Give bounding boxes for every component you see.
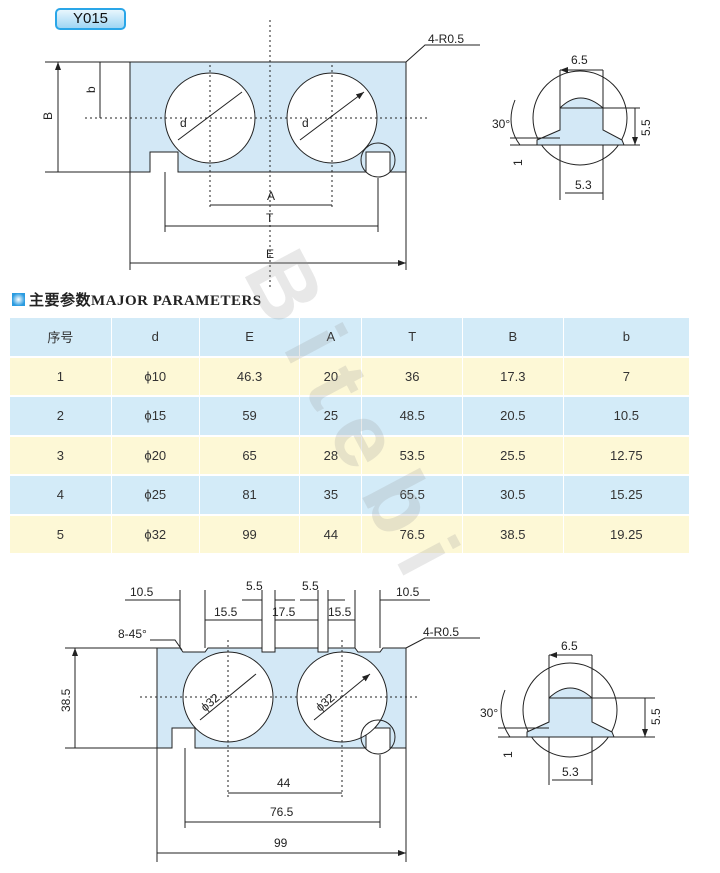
dim-E: E (266, 247, 274, 261)
dim-s1: 15.5 (214, 605, 238, 619)
header-cell: b (563, 318, 691, 358)
table-cell: 25 (299, 396, 363, 437)
table-cell: 10.5 (563, 396, 691, 437)
table-cell: 28 (299, 435, 363, 476)
dim-height: 38.5 (59, 688, 73, 712)
header-cell: B (462, 318, 564, 358)
dim-slot2: 5.5 (302, 579, 319, 593)
table-cell: ϕ32 (111, 514, 200, 555)
table-cell: 19.25 (563, 514, 691, 555)
detail-width: 6.5 (561, 639, 578, 653)
dim-A: 44 (277, 776, 291, 790)
radius-label: 4-R0.5 (428, 32, 464, 46)
table-cell: 46.3 (199, 356, 301, 397)
header-cell: E (199, 318, 301, 358)
detail-width: 6.5 (571, 53, 588, 67)
dim-b: b (84, 86, 98, 93)
table-cell: ϕ10 (111, 356, 200, 397)
table-cell: 20 (299, 356, 363, 397)
dim-slot1: 5.5 (246, 579, 263, 593)
table-cell: ϕ20 (111, 435, 200, 476)
table-cell: 7 (563, 356, 691, 397)
dim-B: B (41, 112, 55, 120)
model-badge: Y015 (55, 8, 126, 30)
section-bullet-icon (12, 293, 25, 306)
detail-angle: 30° (492, 117, 510, 131)
top-part-drawing: 4-R0.5 B b d d A T E (41, 20, 480, 290)
table-cell: 36 (361, 356, 464, 397)
table-cell: 2 (10, 396, 112, 437)
dim-A: A (267, 189, 275, 203)
table-cell: 12.75 (563, 435, 691, 476)
top-slot-detail: 6.5 5.5 30° 1 5.3 (492, 53, 653, 200)
section-title-text: 主要参数MAJOR PARAMETERS (29, 293, 262, 309)
table-cell: 99 (199, 514, 301, 555)
dim-T: 76.5 (270, 805, 294, 819)
detail-bottom: 5.3 (575, 178, 592, 192)
dim-s3: 15.5 (328, 605, 352, 619)
table-cell: 65.5 (361, 475, 464, 516)
dim-T: T (266, 211, 274, 225)
bottom-part-drawing: 10.5 5.5 5.5 10.5 15.5 17.5 15.5 8-45° 4… (59, 579, 480, 862)
table-cell: 17.3 (462, 356, 564, 397)
table-cell: 81 (199, 475, 301, 516)
table-cell: 76.5 (361, 514, 464, 555)
header-cell: T (361, 318, 464, 358)
detail-1: 1 (511, 159, 525, 166)
table-cell: 4 (10, 475, 112, 516)
table-cell: 59 (199, 396, 301, 437)
dim-top-right: 10.5 (396, 585, 420, 599)
dim-E: 99 (274, 836, 288, 850)
dim-chamfer: 8-45° (118, 627, 147, 641)
dim-d1: d (180, 116, 187, 130)
table-cell: 20.5 (462, 396, 564, 437)
dim-d2: d (302, 116, 309, 130)
table-cell: 15.25 (563, 475, 691, 516)
bottom-slot-detail: 6.5 5.5 30° 1 5.3 (480, 639, 663, 785)
table-cell: 44 (299, 514, 363, 555)
detail-angle: 30° (480, 706, 498, 720)
detail-1: 1 (501, 751, 515, 758)
header-cell: A (299, 318, 363, 358)
header-cell: d (111, 318, 200, 358)
table-cell: ϕ15 (111, 396, 200, 437)
table-cell: 38.5 (462, 514, 564, 555)
detail-height: 5.5 (639, 119, 653, 136)
header-cell: 序号 (10, 318, 112, 358)
detail-height: 5.5 (649, 708, 663, 725)
table-cell: 35 (299, 475, 363, 516)
table-cell: 30.5 (462, 475, 564, 516)
table-cell: 3 (10, 435, 112, 476)
table-cell: 65 (199, 435, 301, 476)
table-cell: 1 (10, 356, 112, 397)
detail-bottom: 5.3 (562, 765, 579, 779)
table-cell: 5 (10, 514, 112, 555)
table-cell: 53.5 (361, 435, 464, 476)
table-cell: 25.5 (462, 435, 564, 476)
table-cell: ϕ25 (111, 475, 200, 516)
table-cell: 48.5 (361, 396, 464, 437)
radius-label: 4-R0.5 (423, 625, 459, 639)
section-title: 主要参数MAJOR PARAMETERS (12, 289, 262, 310)
dim-s2: 17.5 (272, 605, 296, 619)
dim-top-left: 10.5 (130, 585, 154, 599)
